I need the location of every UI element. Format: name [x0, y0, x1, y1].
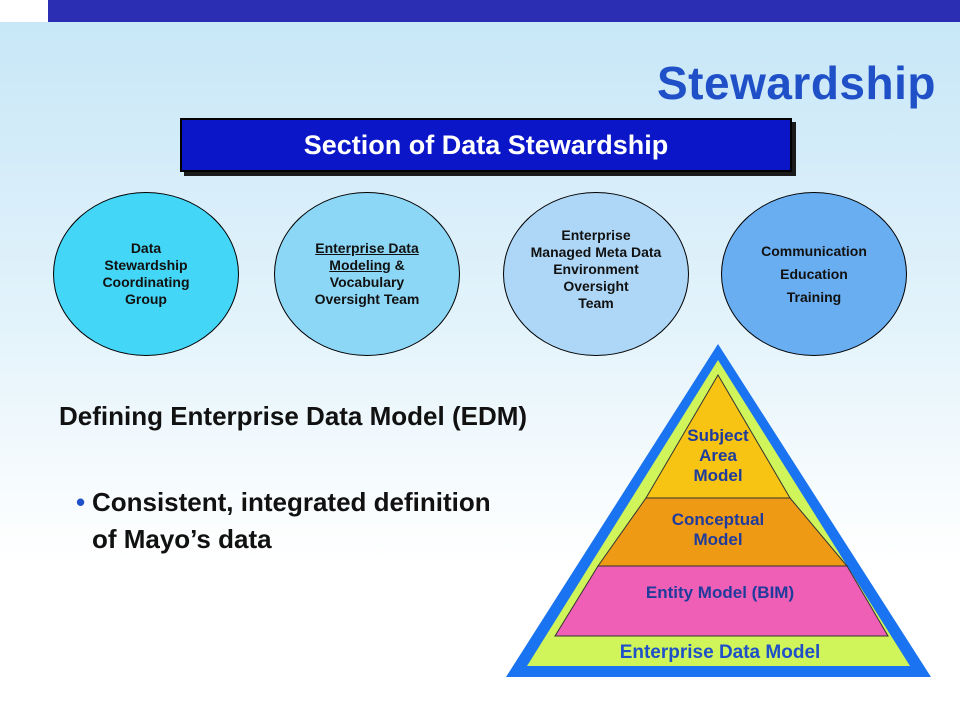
oval-coordinating-group: Data Stewardship Coordinating Group	[53, 192, 239, 356]
edm-bullet-text: Consistent, integrated definition of May…	[91, 487, 491, 554]
oval1-line: Stewardship	[104, 257, 188, 273]
oval1-line: Group	[124, 291, 167, 307]
oval-modeling-team: Enterprise Data Modeling & Vocabulary Ov…	[274, 192, 460, 356]
slide-title: Stewardship	[656, 57, 936, 109]
edm-bullet: • Consistent, integrated definition of M…	[76, 484, 516, 558]
oval3-line: Enterprise	[561, 227, 631, 243]
section-label: Section of Data Stewardship	[303, 129, 669, 160]
oval3-line: Oversight	[563, 278, 629, 294]
pyramid-outer-label: Enterprise Data Model	[620, 642, 821, 663]
oval2-line: Oversight Team	[314, 291, 420, 307]
oval1-line: Coordinating	[102, 274, 190, 290]
pyramid-tier-entity	[554, 565, 889, 637]
tier1-label-line: Area	[699, 446, 737, 465]
oval2-underlined-word: Modeling	[329, 257, 391, 273]
top-bar	[0, 0, 960, 22]
oval3-line: Managed Meta Data	[530, 244, 662, 260]
tier2-label-line: Conceptual	[672, 510, 765, 529]
oval3-line: Environment	[553, 261, 639, 277]
tier1-label-line: Subject	[687, 426, 749, 445]
oval4-line: Communication	[761, 242, 867, 259]
bullet-dot-icon: •	[76, 487, 86, 517]
oval4-line: Education	[780, 265, 848, 282]
tier3-label: Entity Model (BIM)	[646, 583, 794, 602]
edm-heading: Defining Enterprise Data Model (EDM)	[59, 401, 528, 431]
edm-pyramid: Subject Area Model Conceptual Model Enti…	[506, 344, 931, 677]
oval2-line-rest: &	[390, 257, 405, 273]
oval4-line: Training	[786, 288, 842, 305]
oval1-line: Data	[130, 240, 162, 256]
oval3-line: Team	[578, 295, 614, 311]
oval2-line: Enterprise Data	[315, 240, 419, 256]
top-bar-notch	[0, 0, 48, 22]
oval-meta-data-team: Enterprise Managed Meta Data Environment…	[503, 192, 689, 356]
section-header-box: Section of Data Stewardship	[180, 118, 792, 172]
oval-communication: Communication Education Training	[721, 192, 907, 356]
tier1-label-line: Model	[693, 466, 742, 485]
tier2-label-line: Model	[693, 530, 742, 549]
oval2-line-composite: Modeling &	[315, 257, 420, 274]
oval2-line: Vocabulary	[329, 274, 405, 290]
